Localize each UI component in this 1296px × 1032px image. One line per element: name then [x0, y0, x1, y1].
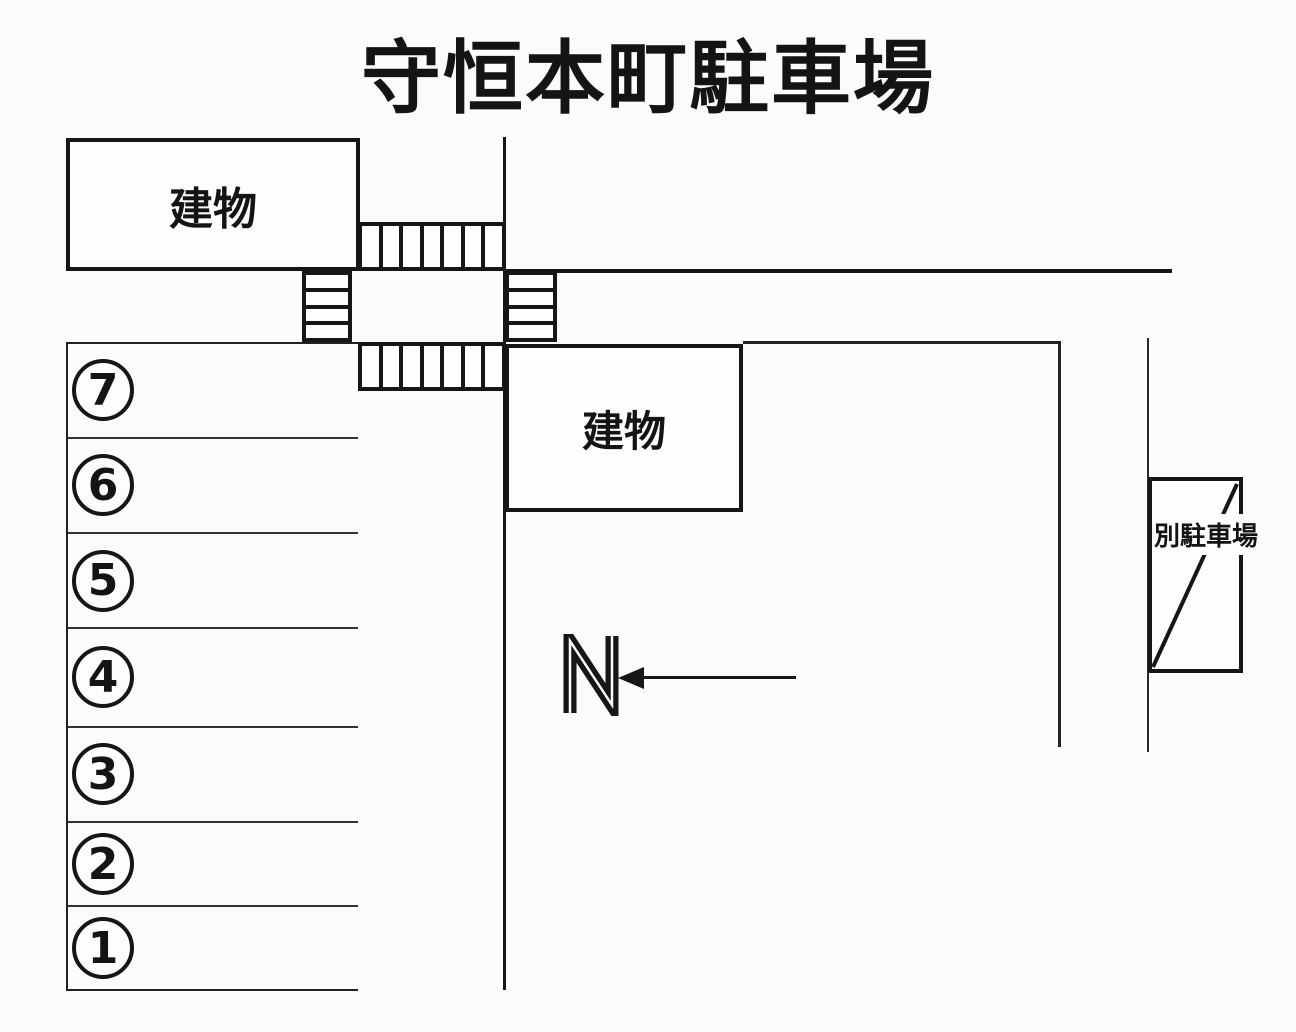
road-horizontal	[506, 269, 1172, 273]
parking-space-row: 2	[68, 823, 358, 908]
space-number-badge: 5	[72, 549, 134, 612]
building-top-left: 建物	[66, 138, 360, 271]
crosswalk-left	[302, 271, 352, 342]
crosswalk-stripe	[465, 226, 486, 267]
crosswalk-stripe	[444, 346, 465, 387]
crosswalk-stripe	[306, 325, 348, 338]
parking-spaces-column: 7 6 5 4 3 2 1	[66, 342, 358, 991]
crosswalk-stripe	[306, 309, 348, 326]
crosswalk-stripe	[383, 346, 404, 387]
crosswalk-stripe	[424, 346, 445, 387]
road-vertical	[503, 137, 506, 990]
crosswalk-stripe	[509, 275, 553, 292]
crosswalk-stripe	[444, 226, 465, 267]
parking-space-row: 3	[68, 728, 358, 824]
crosswalk-stripe	[403, 226, 424, 267]
crosswalk-stripe	[485, 226, 502, 267]
building-top-left-label: 建物	[169, 183, 257, 235]
annex-lot-box	[1148, 477, 1243, 673]
annex-diagonal	[1152, 483, 1239, 668]
crosswalk-stripe	[362, 226, 383, 267]
crosswalk-bottom	[358, 342, 506, 391]
north-arrow-line	[640, 676, 796, 679]
parking-space-row: 1	[68, 907, 358, 989]
north-symbol	[563, 634, 619, 716]
building-center-label: 建物	[581, 406, 666, 456]
crosswalk-stripe	[509, 292, 553, 309]
space-number-badge: 2	[72, 833, 134, 896]
lot-boundary	[743, 341, 1061, 747]
crosswalk-stripe	[403, 346, 424, 387]
page-title: 守恒本町駐車場	[361, 32, 935, 125]
crosswalk-stripe	[383, 226, 404, 267]
parking-space-row: 7	[68, 344, 358, 439]
parking-space-row: 5	[68, 534, 358, 629]
crosswalk-stripe	[465, 346, 486, 387]
crosswalk-stripe	[509, 325, 553, 338]
annex-label: 別駐車場	[1153, 514, 1260, 555]
parking-space-row: 4	[68, 629, 358, 728]
crosswalk-top	[358, 222, 506, 271]
building-center: 建物	[505, 344, 743, 512]
crosswalk-stripe	[485, 346, 502, 387]
crosswalk-stripe	[362, 346, 383, 387]
crosswalk-stripe	[306, 292, 348, 309]
space-number-badge: 1	[72, 917, 134, 980]
space-number-badge: 3	[72, 743, 134, 806]
crosswalk-stripe	[509, 309, 553, 326]
parking-space-row: 6	[68, 439, 358, 535]
crosswalk-right	[505, 271, 557, 342]
crosswalk-stripe	[306, 275, 348, 292]
north-arrow-head	[618, 667, 644, 689]
space-number-badge: 6	[72, 454, 134, 517]
crosswalk-stripe	[424, 226, 445, 267]
space-number-badge: 7	[72, 359, 134, 422]
space-number-badge: 4	[72, 646, 134, 709]
